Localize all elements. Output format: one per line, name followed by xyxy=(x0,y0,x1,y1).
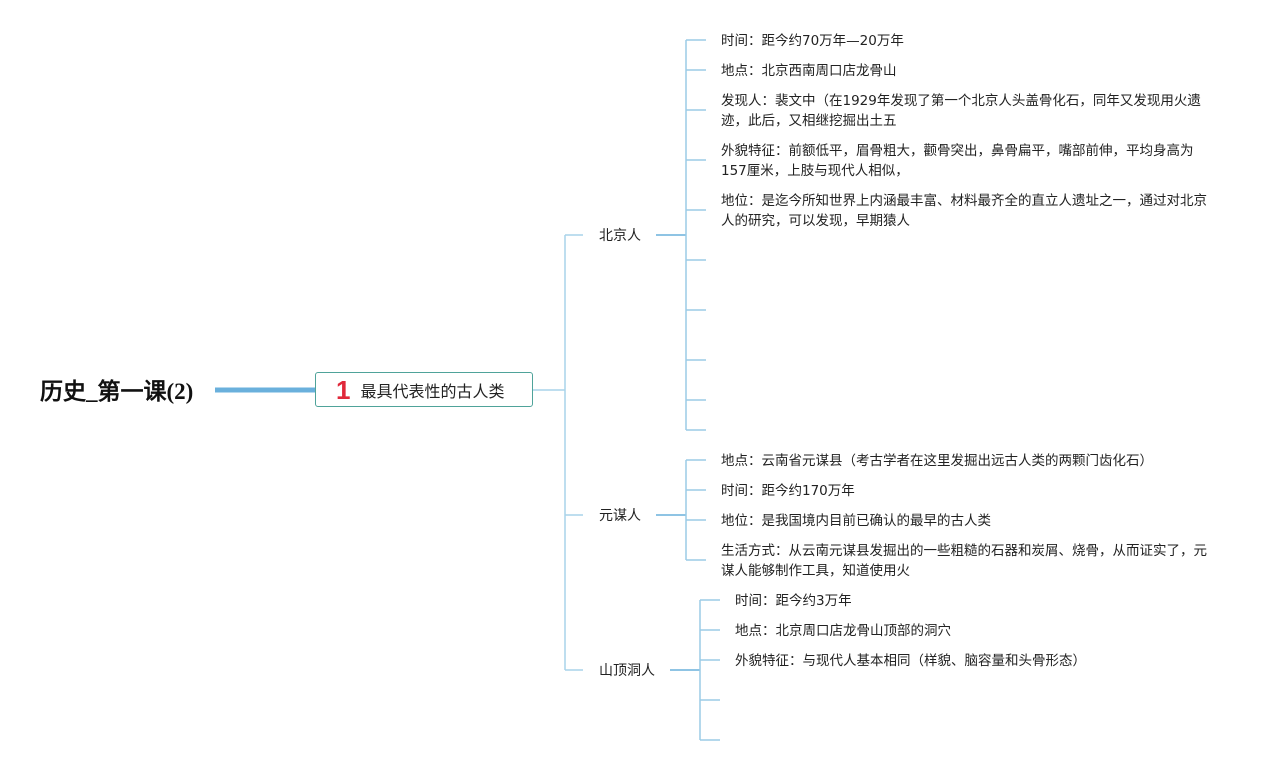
leaf-beijing-place[interactable]: 地点：北京西南周口店龙骨山 xyxy=(721,63,897,79)
leaf-beijing-discoverer[interactable]: 发现人：裴文中（在1929年发现了第一个北京人头盖骨化石，同年又发现用火遗迹，此… xyxy=(721,93,1201,129)
main-topic-node[interactable]: 1 最具代表性的古人类 xyxy=(315,372,533,407)
leaf-beijing-time[interactable]: 时间：距今约70万年—20万年 xyxy=(721,33,904,49)
leaf-beijing-status[interactable]: 地位：是迄今所知世界上内涵最丰富、材料最齐全的直立人遗址之一，通过对北京人的研究… xyxy=(721,193,1207,229)
leaf-shanding-place[interactable]: 地点：北京周口店龙骨山顶部的洞穴 xyxy=(735,623,951,639)
yuanmou-leaf-stubs xyxy=(686,459,706,561)
leaf-yuanmou-status[interactable]: 地位：是我国境内目前已确认的最早的古人类 xyxy=(721,513,991,529)
leaf-shanding-time[interactable]: 时间：距今约3万年 xyxy=(735,593,852,609)
leaf-yuanmou-time[interactable]: 时间：距今约170万年 xyxy=(721,483,855,499)
branch-yuanmou[interactable]: 元谋人 xyxy=(599,508,641,524)
shanding-leaf-stubs xyxy=(700,599,720,741)
leaf-yuanmou-place[interactable]: 地点：云南省元谋县（考古学者在这里发掘出远古人类的两颗门齿化石） xyxy=(721,453,1153,469)
branch-shanding[interactable]: 山顶洞人 xyxy=(599,663,655,679)
beijing-leaf-stubs xyxy=(686,39,706,431)
leaf-shanding-appearance[interactable]: 外貌特征：与现代人基本相同（样貌、脑容量和头骨形态） xyxy=(735,653,1086,669)
main-topic-label: 最具代表性的古人类 xyxy=(360,381,505,401)
leaf-beijing-appearance[interactable]: 外貌特征：前额低平，眉骨粗大，颧骨突出，鼻骨扁平，嘴部前伸，平均身高为157厘米… xyxy=(721,143,1194,179)
root-topic[interactable]: 历史_第一课(2) xyxy=(40,379,194,404)
branch-beijing[interactable]: 北京人 xyxy=(599,228,641,244)
topic-number-badge: 1 xyxy=(336,374,351,405)
leaf-yuanmou-lifestyle[interactable]: 生活方式：从云南元谋县发掘出的一些粗糙的石器和炭屑、烧骨，从而证实了，元谋人能够… xyxy=(721,543,1207,579)
